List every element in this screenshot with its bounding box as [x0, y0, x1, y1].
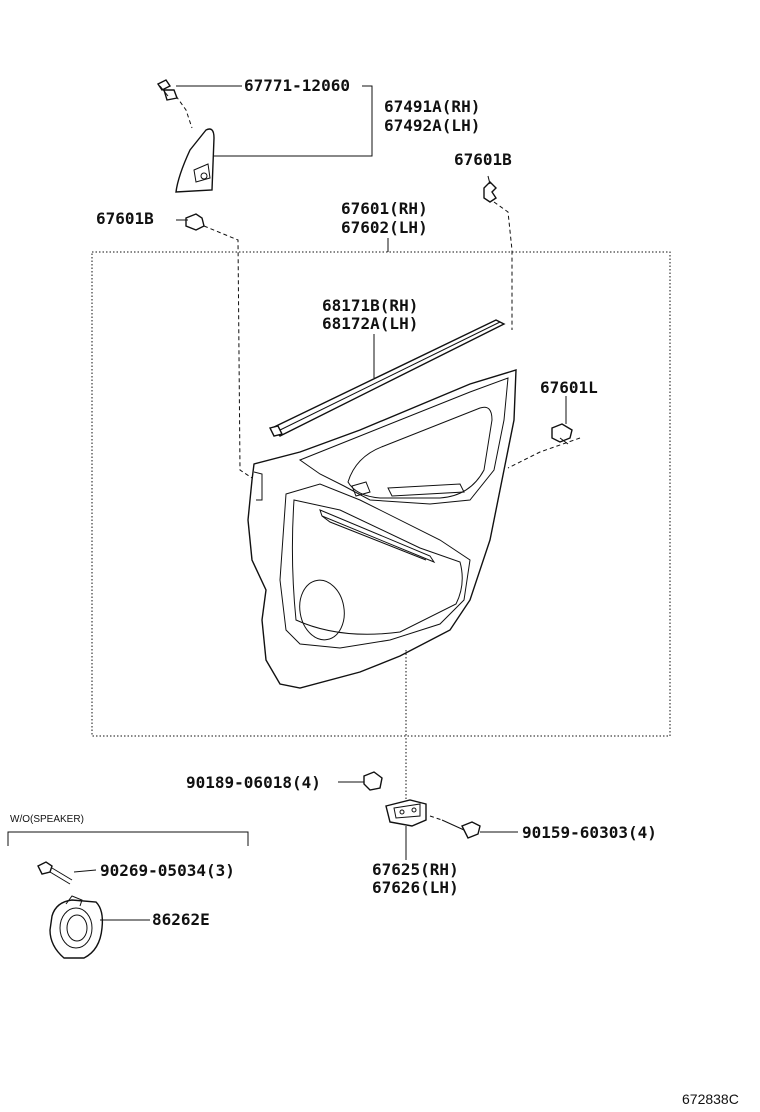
weatherstrip-68171 — [268, 319, 506, 437]
callout-67601b-left: 67601B — [96, 209, 154, 228]
nut-90189 — [363, 771, 383, 791]
callout-68172: 68172A(LH) — [322, 314, 418, 333]
variant-label: W/O(SPEAKER) — [10, 814, 84, 825]
clip-67601b-left — [176, 213, 205, 231]
callout-90159: 90159-60303(4) — [522, 823, 657, 842]
callout-86262: 86262E — [152, 910, 210, 929]
callout-90269: 90269-05034(3) — [100, 861, 235, 880]
callout-67771: 67771-12060 — [244, 76, 350, 95]
clip-67771 — [156, 79, 178, 101]
screw-90159 — [441, 819, 481, 839]
callout-67491: 67491A(RH) — [384, 97, 480, 116]
callout-90189: 90189-06018(4) — [186, 773, 321, 792]
screw-90269 — [37, 861, 73, 885]
callout-67601: 67601(RH) — [341, 199, 428, 218]
callout-68171: 68171B(RH) — [322, 296, 418, 315]
diagram-id: 672838C — [682, 1091, 739, 1107]
callout-67602: 67602(LH) — [341, 218, 428, 237]
bracket-67625 — [385, 799, 427, 827]
speaker-cover-86262 — [49, 895, 104, 959]
callout-67492: 67492A(LH) — [384, 116, 480, 135]
callout-67625: 67625(RH) — [372, 860, 459, 879]
clip-67601b-top — [483, 175, 497, 203]
door-trim-panel — [247, 369, 517, 689]
mirror-garnish-67491 — [175, 128, 215, 193]
callout-67601b-top: 67601B — [454, 150, 512, 169]
clip-67771-leader — [175, 95, 193, 129]
assembly-frame — [91, 251, 671, 737]
clip-67601l — [551, 423, 573, 445]
callout-67626: 67626(LH) — [372, 878, 459, 897]
callout-67601l: 67601L — [540, 378, 598, 397]
